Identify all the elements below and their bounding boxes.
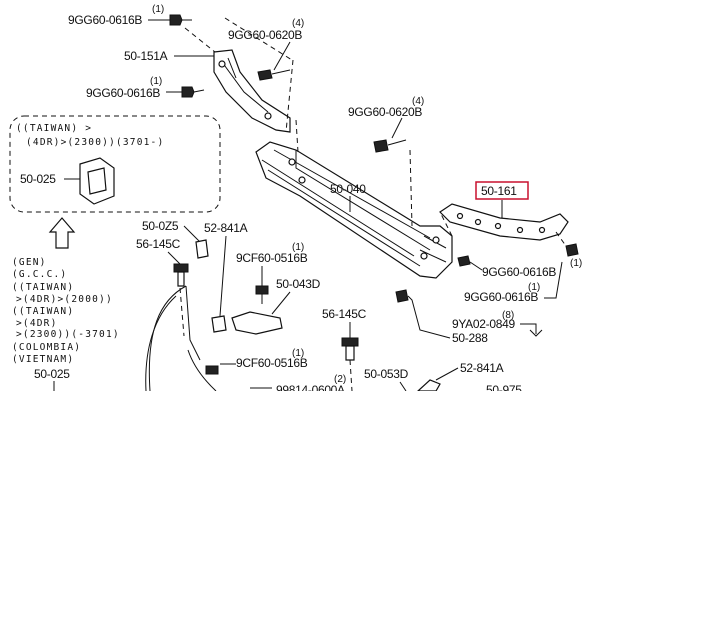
part-0z5-label: 50-0Z5 — [142, 219, 179, 233]
highlight-box — [475, 181, 529, 200]
part-145c-mid-label: 56-145C — [322, 307, 367, 321]
clip-0849-code: 9YA02-0849 — [452, 317, 515, 331]
bolt-top-left: (1) 9GG60-0616B — [68, 4, 192, 27]
screw-cf60-a-code: 9CF60-0516B — [236, 251, 308, 265]
bolt-bracket: (1) 9GG60-0616B — [86, 76, 205, 100]
bolt-620-mid-qty: (4) — [412, 96, 424, 107]
bolt-620-mid-code: 9GG60-0620B — [348, 105, 422, 119]
part-56-145c-left: 56-145C — [136, 237, 189, 287]
list-line7: >(2300))(-3701) — [16, 329, 120, 340]
bracket-upper-label: 50-151A — [124, 49, 168, 63]
bracket-053d-label: 50-053D — [364, 367, 409, 381]
list-line8: (COLOMBIA) — [12, 342, 81, 353]
bolt-0620-mid: (4) 9GG60-0620B — [348, 96, 424, 227]
screw-9cf60-b: (1) 9CF60-0516B — [205, 348, 308, 375]
screw-cf60-b-code: 9CF60-0516B — [236, 356, 308, 370]
bracket-50-151a: 50-151A — [124, 49, 291, 133]
list-line1: (GEN) — [12, 257, 47, 268]
bracket-043d-label: 50-043D — [276, 277, 321, 291]
part-975-label: 50-975 — [486, 383, 522, 391]
bolt-right-b-code: 9GG60-0616B — [464, 290, 538, 304]
list-line3: ((TAIWAN) — [12, 282, 74, 293]
bolt-right-a-code: 9GG60-0616B — [482, 265, 556, 279]
bolt-0620-top: (4) 9GG60-0620B — [228, 18, 304, 133]
list-line5: ((TAIWAN) — [12, 306, 74, 317]
blank-area — [0, 391, 703, 619]
clip-0849-qty: (8) — [502, 310, 514, 321]
bolt-top-left-code: 9GG60-0616B — [68, 13, 142, 27]
inset-note-line2: (4DR)>(2300))(3701-) — [26, 137, 164, 148]
parts-diagram: (1) 9GG60-0616B 50-151A (1) 9GG60-0616B … — [9, 4, 583, 391]
bracket-50-053d: 50-053D — [364, 367, 409, 391]
screw-9981-code: 99814-0600A — [276, 383, 345, 391]
bolt-top-left-qty: (1) — [152, 4, 164, 15]
fastener-288-label: 50-288 — [452, 331, 488, 345]
reinforcement-label: 50-040 — [330, 182, 366, 196]
bracket-50-043d: 50-043D — [231, 277, 321, 335]
list-line2: (G.C.C.) — [12, 269, 67, 280]
up-arrow-icon — [48, 217, 76, 249]
bolt-620-top-qty: (4) — [292, 18, 304, 29]
screw-cf60-b-qty: (1) — [292, 348, 304, 359]
variant-inset: ((TAIWAN) > (4DR)>(2300))(3701-) 50-025 — [9, 115, 221, 213]
bumper-025-label: 50-025 — [34, 367, 70, 381]
bolt-bracket-qty: (1) — [150, 76, 162, 87]
inset-note-line1: ((TAIWAN) > — [16, 123, 92, 134]
screw-99814: (2) 99814-0600A — [250, 374, 346, 391]
part-52-841a-right: 52-841A 50-975 — [417, 361, 522, 391]
part-841a-left-label: 52-841A — [204, 221, 248, 235]
bolt-right-a: 9GG60-0616B (1) — [457, 231, 582, 279]
list-line9: (VIETNAM) — [12, 354, 74, 365]
screw-cf60-a-qty: (1) — [292, 242, 304, 253]
bolt-right-a-qty: (1) — [570, 258, 582, 269]
part-145c-left-label: 56-145C — [136, 237, 181, 251]
bracket-50-161: 50-161 — [439, 181, 569, 241]
part-841a-right-label: 52-841A — [460, 361, 504, 375]
list-line6: >(4DR) — [16, 318, 58, 329]
list-line4: >(4DR)>(2000)) — [16, 294, 113, 305]
part-56-145c-mid: 56-145C — [322, 307, 367, 361]
part-52-841a-left: 52-841A — [204, 221, 248, 333]
clip-0849: (8) 9YA02-0849 50-288 — [395, 289, 543, 345]
bolt-bracket-code: 9GG60-0616B — [86, 86, 160, 100]
bolt-620-top-code: 9GG60-0620B — [228, 28, 302, 42]
screw-9cf60-a: (1) 9CF60-0516B — [236, 242, 308, 304]
variant-list: (GEN) (G.C.C.) ((TAIWAN) >(4DR)>(2000)) … — [12, 257, 120, 391]
screw-9981-qty: (2) — [334, 374, 346, 385]
bolt-right-b-qty: (1) — [528, 282, 540, 293]
bolt-right-b: (1) 9GG60-0616B — [464, 261, 563, 304]
reinforcement-50-040: 50-040 — [255, 141, 453, 279]
bumper-cover — [145, 285, 353, 391]
highlighted-bracket-label: 50-161 — [481, 184, 517, 198]
part-50-0z5: 50-0Z5 — [142, 219, 209, 259]
inset-grille-label: 50-025 — [20, 172, 56, 186]
